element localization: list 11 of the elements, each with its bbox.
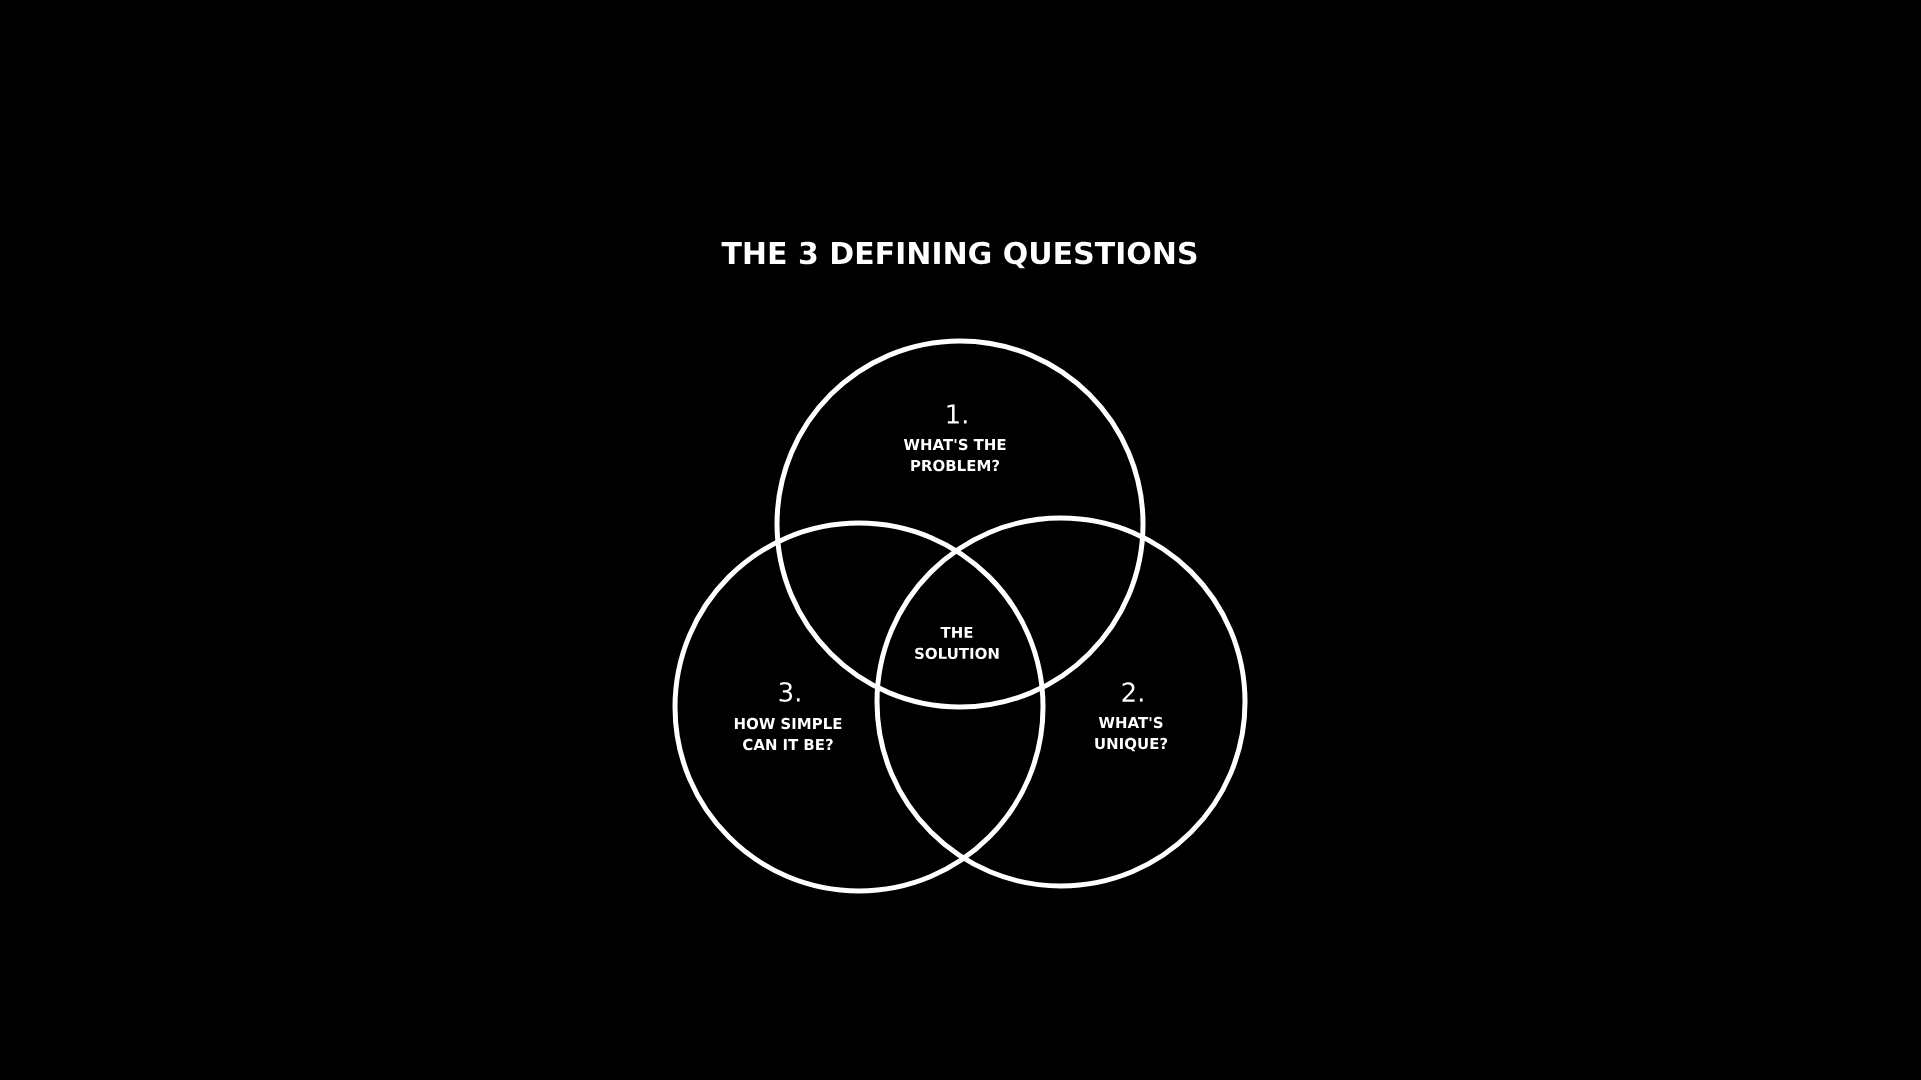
number: 1. bbox=[947, 404, 967, 424]
question-text: HOW SIMPLE CAN IT BE? bbox=[734, 717, 842, 751]
title: THE 3 DEFINING QUESTIONS bbox=[721, 241, 1197, 269]
question-text: WHAT'S THE PROBLEM? bbox=[903, 438, 1006, 472]
venn-circle bbox=[874, 515, 1248, 889]
venn-circle bbox=[774, 338, 1146, 710]
number: 3. bbox=[779, 682, 800, 702]
center-label: THE SOLUTION bbox=[915, 626, 999, 660]
question-text: WHAT'S UNIQUE? bbox=[1095, 716, 1168, 752]
number: 2. bbox=[1122, 682, 1143, 702]
venn-circle bbox=[672, 520, 1046, 894]
